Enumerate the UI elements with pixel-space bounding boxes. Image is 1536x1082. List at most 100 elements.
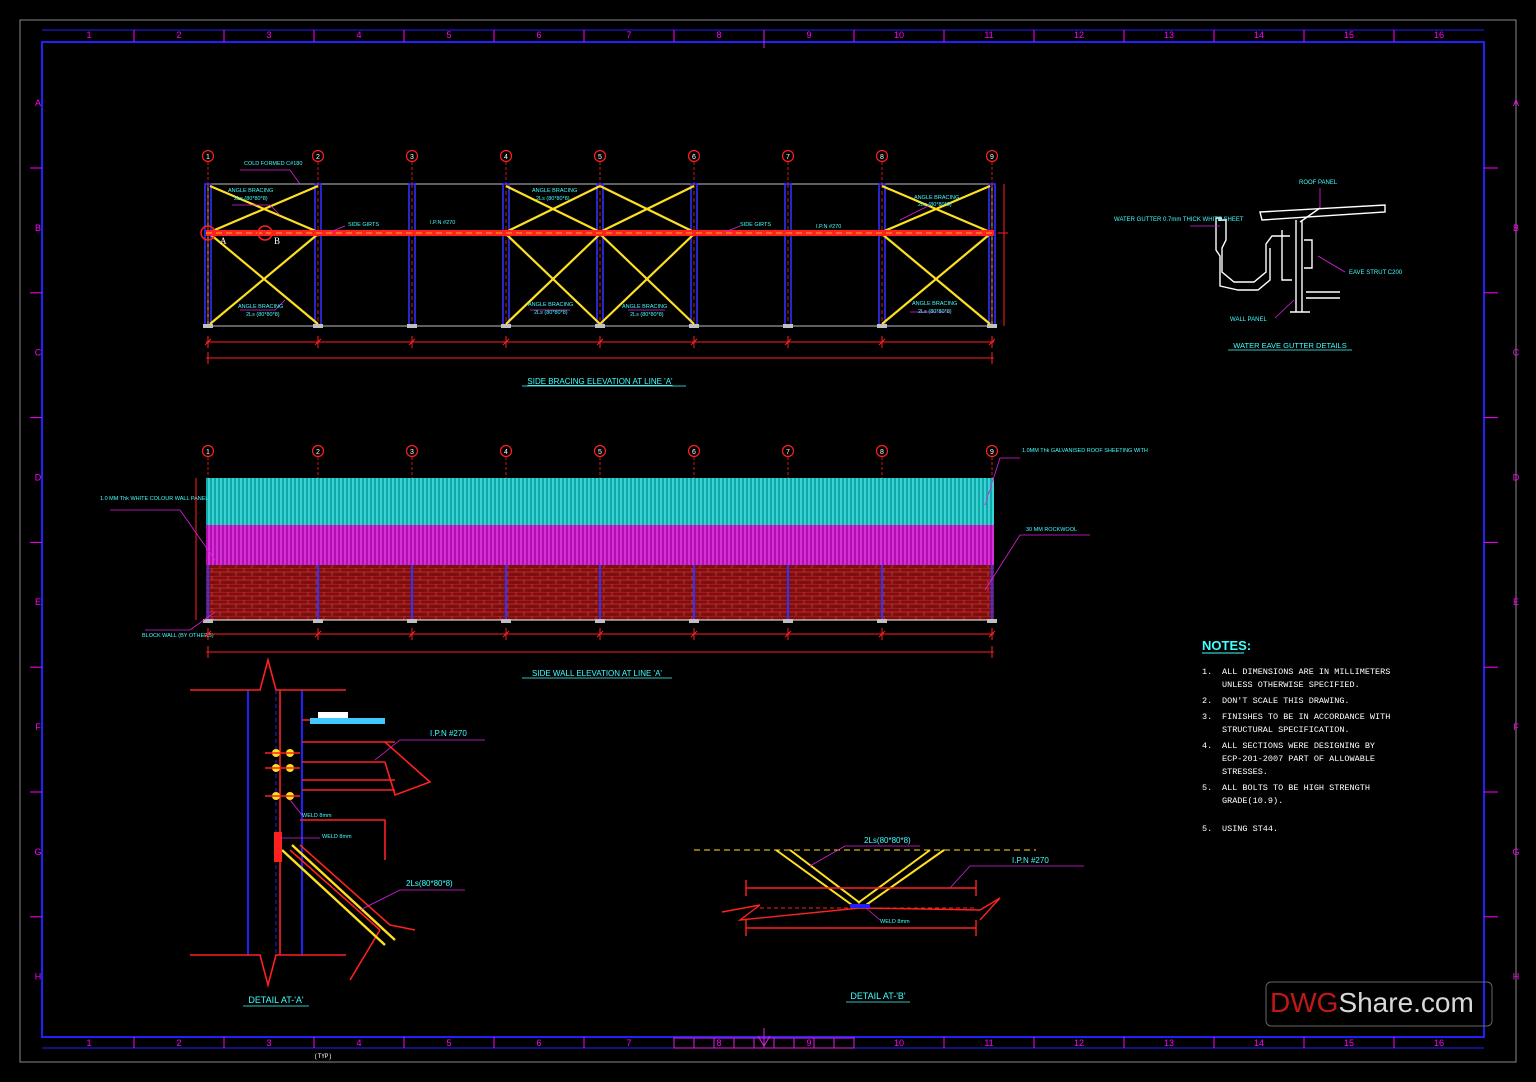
outer-frame: [19, 19, 1517, 1063]
axis-label: 2: [316, 154, 320, 161]
axis-bubble: [593, 149, 607, 163]
axis-bubble: [311, 444, 325, 458]
note-text: USING ST44.: [1222, 824, 1278, 834]
note-number: 4.: [1202, 741, 1212, 751]
wall-panel-label: 1.0 MM Thk WHITE COLOUR WALL PANEL: [100, 496, 209, 502]
grid-row-label: A: [1513, 98, 1519, 108]
axis-label: 2: [316, 449, 320, 456]
axis-bubble: [405, 149, 419, 163]
axis-bubble: [499, 149, 513, 163]
grid-column-label: 10: [894, 1038, 904, 1048]
grid-row-label: H: [1513, 972, 1520, 982]
axis-label: 9: [990, 154, 994, 161]
mark-b: B: [274, 236, 280, 246]
axis-label: 3: [410, 449, 414, 456]
angle-bracing-label: ANGLE BRACING: [228, 188, 273, 194]
rockwool-label: 30 MM ROCKWOOL: [1026, 527, 1077, 533]
angle-size-label: 2Ls (80*80*8): [534, 310, 568, 316]
grid-row-label: D: [35, 472, 42, 482]
weld-label: WELD 8mm: [322, 834, 352, 840]
grid-column-label: 2: [176, 1038, 181, 1048]
grid-column-label: 12: [1074, 30, 1084, 40]
axis-label: 3: [410, 154, 414, 161]
note-number: 5.: [1202, 783, 1212, 793]
watermark-text: DWGShare.com: [1270, 987, 1474, 1018]
gutter-plate: [310, 718, 385, 724]
angle-bracing-label: ANGLE BRACING: [532, 188, 577, 194]
block-wall-label: BLOCK WALL (BY OTHERS): [142, 633, 214, 639]
grid-column-label: 1: [86, 1038, 91, 1048]
grid-row-label: E: [35, 597, 41, 607]
grid-column-label: 3: [266, 30, 271, 40]
grid-row-label: C: [1513, 348, 1520, 358]
axis-label: 6: [692, 154, 696, 161]
axis-bubble: [201, 444, 215, 458]
axis-bubble: [875, 444, 889, 458]
grid-row-label: C: [35, 348, 42, 358]
note-number: 1.: [1202, 667, 1212, 677]
roof-panel-label: ROOF PANEL: [1299, 180, 1338, 186]
grid-row-label: D: [1513, 472, 1520, 482]
note-text: DON'T SCALE THIS DRAWING.: [1222, 696, 1350, 706]
grid-column-label: 9: [806, 30, 811, 40]
angle-label: 2Ls(80*80*8): [406, 879, 453, 888]
axis-bubble: [593, 444, 607, 458]
grid-column-label: 13: [1164, 1038, 1174, 1048]
grid-column-label: 7: [626, 1038, 631, 1048]
angle-size-label: 2Ls (80*80*8): [630, 312, 664, 318]
axis-bubble: [985, 149, 999, 163]
detail-b-marker: [257, 225, 273, 241]
angle-bracing-label: ANGLE BRACING: [528, 302, 573, 308]
roof-sheeting-label: 1.0MM Thk GALVANISED ROOF SHEETING WITH: [1022, 448, 1148, 454]
note-number: 3.: [1202, 712, 1212, 722]
ipn-label: I.P.N #270: [430, 729, 467, 738]
water-gutter-label: WATER GUTTER 0.7mm THICK WHITE SHEET: [1114, 217, 1244, 223]
grid-column-label: 14: [1254, 30, 1264, 40]
axis-label: 8: [880, 449, 884, 456]
axis-label: 4: [504, 154, 508, 161]
typ-label: (TYP): [314, 1053, 332, 1060]
side-girts-label: SIDE GIRTS: [348, 222, 379, 228]
detail-a-marker: [200, 225, 216, 241]
grid-column-label: 15: [1344, 1038, 1354, 1048]
angle-size-label: 2Ls (80*80*8): [536, 196, 570, 202]
axis-label: 1: [206, 449, 210, 456]
detail-a: I.P.N #270 WELD 8mm WELD 8mm 2Ls(80*80*8…: [190, 656, 485, 1007]
axis-label: 7: [786, 449, 790, 456]
gutter-detail-title: WATER EAVE GUTTER DETAILS: [1233, 341, 1347, 350]
wall-elevation-title: SIDE WALL ELEVATION AT LINE 'A': [532, 669, 662, 678]
grid-column-label: 6: [536, 30, 541, 40]
notes-block: NOTES: 1. ALL DIMENSIONS ARE IN MILLIMETE…: [1202, 638, 1390, 834]
rockwool-band: [206, 525, 994, 565]
grid-column-label: 4: [356, 30, 361, 40]
ipn-label: I.P.N #270: [430, 220, 455, 226]
axis-label: 5: [598, 449, 602, 456]
grid-row-label: B: [1513, 223, 1519, 233]
grid-column-label: 9: [806, 1038, 811, 1048]
angle-bracing-label: ANGLE BRACING: [622, 304, 667, 310]
weld-label: WELD 8mm: [302, 813, 332, 819]
eave-strut-label: EAVE STRUT C200: [1349, 270, 1403, 276]
grid-column-label: 10: [894, 30, 904, 40]
angle-bracing-label: ANGLE BRACING: [914, 195, 959, 201]
grid-row-label: F: [1513, 722, 1519, 732]
axis-bubble: [311, 149, 325, 163]
angle-label: 2Ls(80*80*8): [864, 836, 911, 845]
axis-label: 4: [504, 449, 508, 456]
ipn-label: I.P.N #270: [816, 224, 841, 230]
grid-column-label: 15: [1344, 30, 1354, 40]
notes-heading: NOTES:: [1202, 638, 1251, 653]
axis-bubble: [875, 149, 889, 163]
cold-formed-label: COLD FORMED C#180: [244, 161, 302, 167]
angle-bracing-label: ANGLE BRACING: [238, 304, 283, 310]
weld-plate: [274, 832, 282, 862]
axis-label: 1: [206, 154, 210, 161]
angle-bracing: [209, 184, 991, 325]
grid-column-label: 16: [1434, 1038, 1444, 1048]
scale-bar: [673, 32, 855, 1049]
